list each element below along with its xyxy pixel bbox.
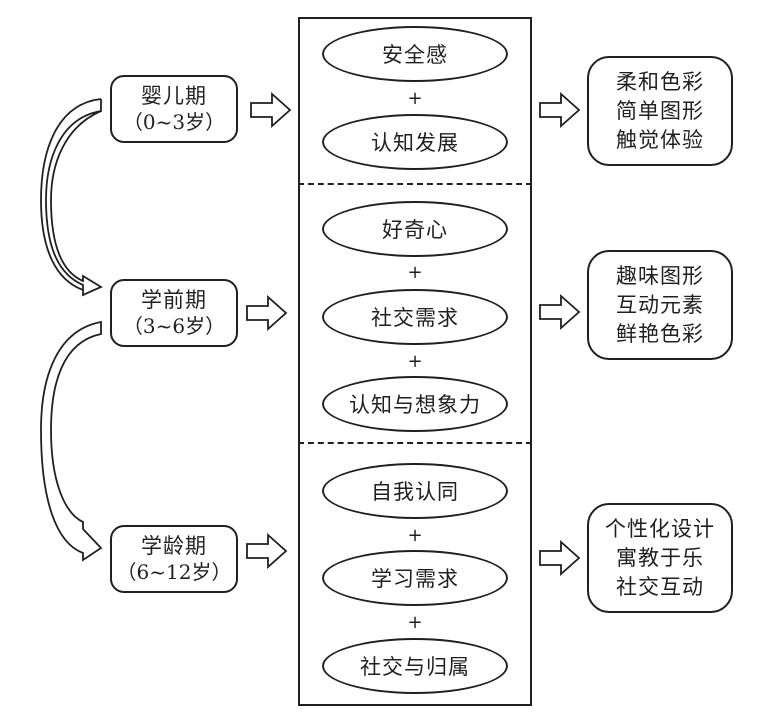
design-box-school-age: 个性化设计 寓教于乐 社交互动 [587, 503, 733, 613]
block-arrow-stage1 [250, 91, 292, 129]
plus-sign: + [407, 88, 423, 109]
design-box-infant: 柔和色彩 简单图形 触觉体验 [587, 56, 733, 166]
needs-frame [298, 17, 532, 706]
stage-name: 婴儿期 [141, 84, 207, 108]
stage-name: 学龄期 [141, 534, 207, 558]
section-divider [298, 442, 532, 444]
stage-box-school-age: 学龄期 （6~12岁） [110, 525, 238, 593]
need-ellipse: 好奇心 [322, 201, 508, 257]
design-item: 互动元素 [616, 292, 704, 317]
block-arrow-stage2 [246, 294, 288, 332]
design-item: 触觉体验 [616, 127, 704, 152]
design-item: 趣味图形 [616, 263, 704, 288]
curved-arrow-infant-to-preschool [40, 98, 103, 297]
plus-sign: + [407, 612, 423, 633]
design-item: 寓教于乐 [616, 545, 704, 570]
need-ellipse: 学习需求 [322, 550, 508, 606]
design-item: 社交互动 [616, 574, 704, 599]
design-item: 简单图形 [616, 98, 704, 123]
section-divider [298, 183, 532, 185]
need-ellipse: 社交需求 [322, 289, 508, 345]
need-ellipse: 认知发展 [322, 114, 508, 170]
block-arrow-stage3 [246, 532, 288, 570]
plus-sign: + [407, 262, 423, 283]
need-ellipse: 认知与想象力 [322, 376, 508, 432]
stage-age: （0~3岁） [122, 110, 226, 134]
stage-age: （6~12岁） [116, 560, 232, 584]
plus-sign: + [407, 351, 423, 372]
block-arrow-output1 [539, 91, 581, 129]
stage-box-infant: 婴儿期 （0~3岁） [110, 75, 238, 143]
stage-age: （3~6岁） [122, 314, 226, 338]
stage-box-preschool: 学前期 （3~6岁） [110, 279, 238, 347]
block-arrow-output2 [539, 293, 581, 331]
block-arrow-output3 [539, 539, 581, 577]
design-item: 鲜艳色彩 [616, 321, 704, 346]
plus-sign: + [407, 525, 423, 546]
need-ellipse: 社交与归属 [322, 638, 508, 694]
need-ellipse: 安全感 [322, 26, 508, 82]
design-item: 个性化设计 [605, 516, 715, 541]
design-box-preschool: 趣味图形 互动元素 鲜艳色彩 [587, 250, 733, 360]
design-item: 柔和色彩 [616, 69, 704, 94]
stage-name: 学前期 [141, 288, 207, 312]
curved-arrow-preschool-to-school [40, 320, 103, 562]
need-ellipse: 自我认同 [322, 463, 508, 519]
